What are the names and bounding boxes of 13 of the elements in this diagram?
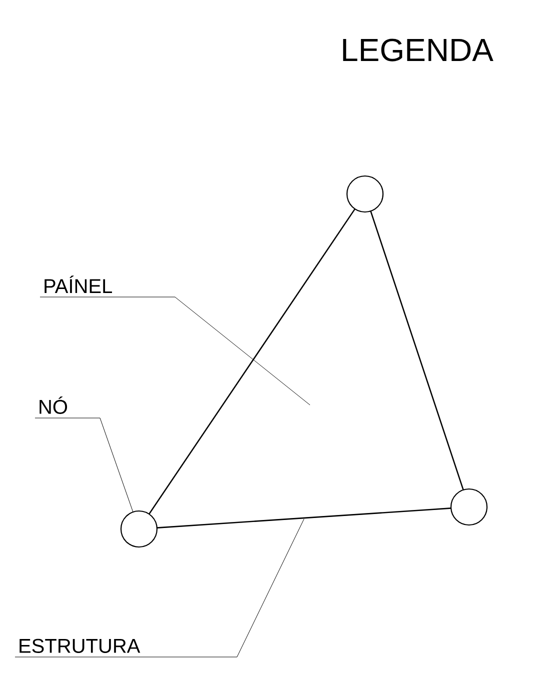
leader-label: PAÍNEL [44,276,112,293]
strut-line [148,208,356,514]
node-circle [346,175,384,213]
node-circle [120,510,158,548]
strut-line [370,210,464,490]
leader-label: ESTRUTURA [20,638,140,653]
leader-line [40,296,310,406]
leader-line [34,418,134,512]
strut-line [156,508,452,528]
leader-line [14,518,304,658]
leader-label: NÓ [40,396,68,414]
node-circle [450,488,488,526]
title: LEGENDA [343,38,494,62]
